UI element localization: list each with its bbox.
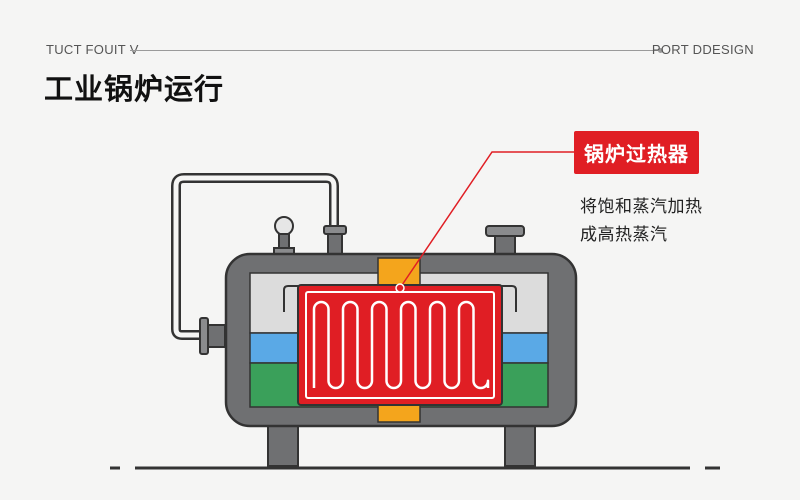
gauge-nozzle (273, 216, 295, 257)
side-inlet-flange (199, 317, 226, 355)
safety-valve-nozzle (485, 225, 525, 257)
page-title: 工业锅炉运行 (44, 72, 225, 106)
superheater-callout-label: 锅炉过热器 (574, 131, 699, 174)
superheater-description: 将饱和蒸汽加热 成高热蒸汽 (580, 193, 703, 249)
callout-leader (395, 151, 574, 293)
header-left-text: TUCT FOUIT V (46, 42, 139, 57)
superheater-coil (297, 284, 503, 406)
description-line-2: 成高热蒸汽 (580, 225, 668, 245)
description-line-1: 将饱和蒸汽加热 (580, 197, 703, 217)
header-divider (130, 48, 663, 53)
steam-outlet-nozzle (323, 225, 347, 255)
header-right-text: PORT DDESIGN (651, 42, 754, 57)
header-divider-dot (658, 48, 663, 53)
